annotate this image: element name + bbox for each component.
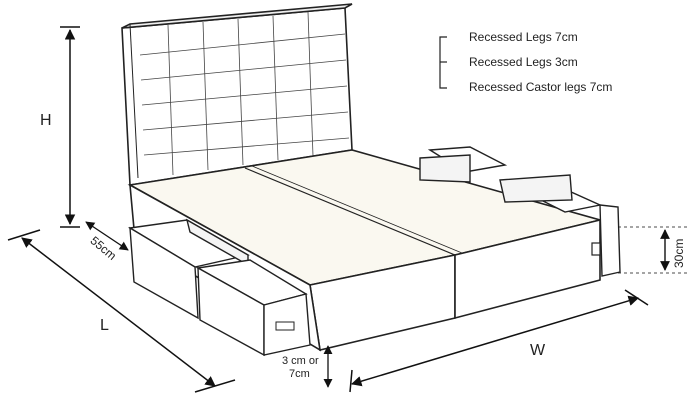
width-label: W <box>530 342 546 359</box>
base-height-dimension <box>618 226 690 274</box>
width-dimension <box>349 289 649 393</box>
leg-height-label-2: 7cm <box>289 368 310 380</box>
base-end-detail <box>591 242 601 256</box>
height-dimension <box>60 26 80 228</box>
side-drawer-back <box>419 146 621 277</box>
legend-bracket <box>439 36 447 89</box>
length-dimension <box>7 229 236 393</box>
legend-item-1: Recessed Legs 7cm <box>469 30 578 44</box>
headboard-tufting <box>139 11 350 176</box>
leg-height-label-1: 3 cm or <box>282 355 319 367</box>
height-label: H <box>40 112 52 129</box>
legend-item-3: Recessed Castor legs 7cm <box>469 80 612 94</box>
base-height-label: 30cm <box>672 239 686 268</box>
length-label: L <box>100 317 109 334</box>
legend-item-2: Recessed Legs 3cm <box>469 55 578 69</box>
drawer-depth-label: 55cm <box>88 233 119 263</box>
